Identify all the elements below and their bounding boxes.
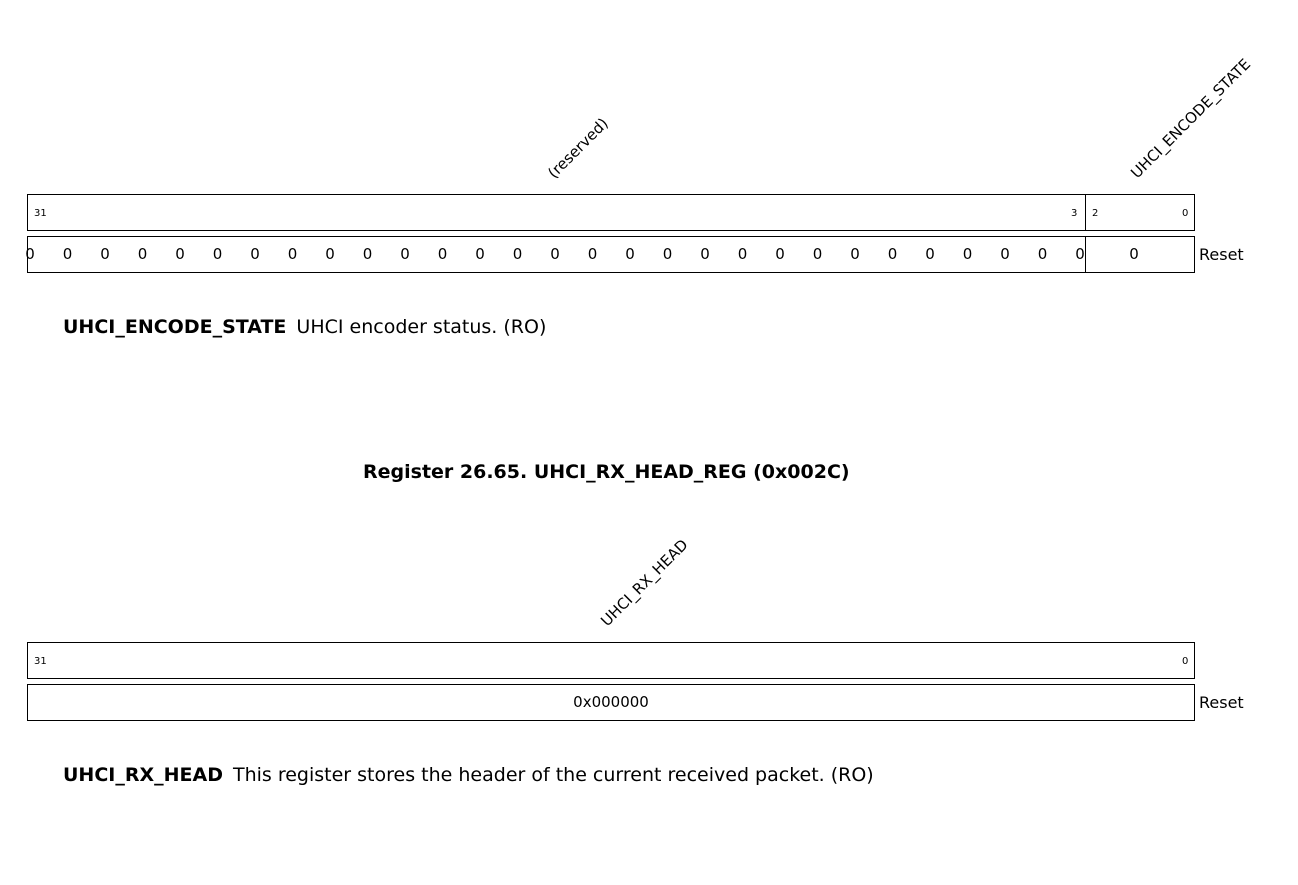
field-description: UHCI_RX_HEAD This register stores the hea…	[63, 763, 874, 787]
reserved-reset-bit: 0	[62, 245, 73, 263]
reserved-reset-bit: 0	[137, 245, 148, 263]
reserved-reset-bit: 0	[437, 245, 448, 263]
bit-0: 0	[1182, 656, 1189, 667]
reserved-reset-bit: 0	[887, 245, 898, 263]
reserved-reset-bit: 0	[850, 245, 860, 263]
reserved-reset-bit: 0	[1000, 245, 1010, 263]
reserved-reset-bit: 0	[700, 245, 710, 263]
reserved-reset-bit: 0	[400, 245, 410, 263]
reset-label: Reset	[1199, 245, 1244, 264]
field-description: UHCI_ENCODE_STATE UHCI encoder status. (R…	[63, 315, 546, 339]
field-divider	[1085, 195, 1086, 230]
field-label-encode-state: UHCI_ENCODE_STATE	[1127, 55, 1255, 182]
reg2-reset-row: 0x000000	[27, 684, 1195, 721]
reserved-reset-bit: 0	[587, 245, 598, 263]
encode-state-reset-value: 0	[1129, 245, 1139, 263]
reg1-reset-row: 0 0 0 0 0 0 0 0 0 0 0 0 0 0 0 0 0 0 0 0 0 0 0 0 0 0 0 0 0 0	[25, 236, 1195, 273]
field-label-rx-head: UHCI_RX_HEAD	[597, 535, 692, 630]
reserved-reset-bit: 0	[775, 245, 785, 263]
reserved-reset-bit: 0	[100, 245, 110, 263]
bit-2: 2	[1092, 208, 1099, 219]
field-divider	[1085, 237, 1086, 272]
reserved-reset-bit: 0	[175, 245, 185, 263]
field-name: UHCI_ENCODE_STATE	[63, 316, 287, 338]
field-description-text: UHCI encoder status. (RO)	[296, 316, 547, 338]
bit-3: 3	[1071, 208, 1078, 219]
field-name: UHCI_RX_HEAD	[63, 764, 223, 786]
reserved-reset-bit: 0	[512, 245, 523, 263]
reg1-bit-number-row: 31 3 2 0	[27, 194, 1195, 231]
field-description-text: This register stores the header of the c…	[232, 764, 874, 786]
reserved-reset-bit: 0	[475, 245, 485, 263]
reserved-reset-bit: 0	[550, 245, 560, 263]
bit-31: 31	[34, 208, 47, 219]
reserved-reset-bit: 0	[925, 245, 935, 263]
reserved-reset-bit: 0	[287, 245, 298, 263]
reserved-reset-bit: 0	[212, 245, 223, 263]
bit-0: 0	[1182, 208, 1189, 219]
reserved-reset-bit: 0	[362, 245, 373, 263]
reserved-reset-bit: 0	[250, 245, 260, 263]
reg2-bit-number-row: 31 0	[27, 642, 1195, 679]
reserved-reset-bit: 0	[737, 245, 748, 263]
reset-label: Reset	[1199, 693, 1244, 712]
reserved-reset-bit: 0	[625, 245, 635, 263]
reserved-reset-bit: 0	[1075, 245, 1085, 263]
reserved-reset-bit: 0	[662, 245, 673, 263]
reserved-reset-bit: 0	[325, 245, 335, 263]
field-label-reserved: (reserved)	[544, 114, 612, 182]
reserved-reset-bit: 0	[1037, 245, 1048, 263]
reserved-reset-bit: 0	[812, 245, 823, 263]
bit-31: 31	[34, 656, 47, 667]
reserved-reset-bit: 0	[962, 245, 973, 263]
reserved-reset-bit: 0	[25, 245, 35, 263]
rx-head-reset-value: 0x000000	[573, 693, 649, 711]
register-title: Register 26.65. UHCI_RX_HEAD_REG (0x002C…	[363, 461, 850, 483]
